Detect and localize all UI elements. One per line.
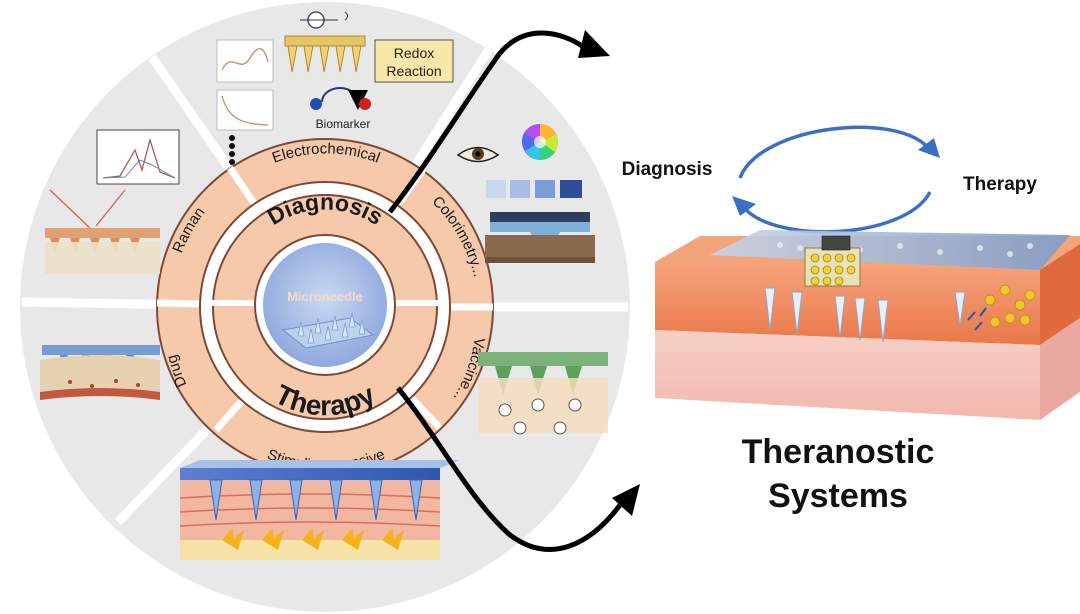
biomarker-label: Biomarker bbox=[316, 117, 371, 131]
skin-block bbox=[655, 230, 1080, 420]
color-wheel-icon bbox=[522, 123, 558, 161]
theranostic-panel: Diagnosis Therapy bbox=[622, 125, 1080, 515]
biomarker-blue bbox=[310, 98, 322, 110]
systems-title: Systems bbox=[768, 477, 908, 515]
ellipsis-dots bbox=[229, 135, 235, 165]
center-patch bbox=[281, 312, 375, 349]
eye-icon bbox=[456, 146, 500, 163]
arrow-icon bbox=[388, 30, 640, 552]
plot-thumbnail-1 bbox=[216, 39, 274, 83]
theranostic-title: Theranostic bbox=[742, 433, 935, 471]
stimuli-panel bbox=[179, 460, 460, 560]
right-diagnosis-label: Diagnosis bbox=[622, 159, 713, 180]
vaccine-panel bbox=[478, 352, 608, 435]
redox-label: Redox bbox=[394, 45, 434, 61]
raman-panel bbox=[45, 129, 180, 274]
cycle-arrows-icon bbox=[732, 125, 940, 234]
plot-thumbnail-2 bbox=[216, 89, 274, 131]
biomarker-red bbox=[359, 98, 371, 110]
redox-box bbox=[374, 39, 454, 83]
drug-panel bbox=[40, 345, 160, 400]
wheel: Microneedle Diagnosis Therapy Electroche… bbox=[20, 2, 630, 612]
microneedle-center bbox=[263, 243, 387, 367]
arrow-therapy bbox=[396, 386, 622, 552]
electrochemical-panel: Biomarker Redox Reaction bbox=[216, 11, 454, 165]
right-therapy-label: Therapy bbox=[963, 174, 1037, 195]
reaction-label: Reaction bbox=[386, 63, 441, 79]
arrow-diagnosis bbox=[388, 30, 587, 214]
center-label: Microneedle bbox=[287, 289, 363, 304]
colorimetry-panel bbox=[456, 123, 595, 263]
color-swatches bbox=[486, 180, 582, 198]
